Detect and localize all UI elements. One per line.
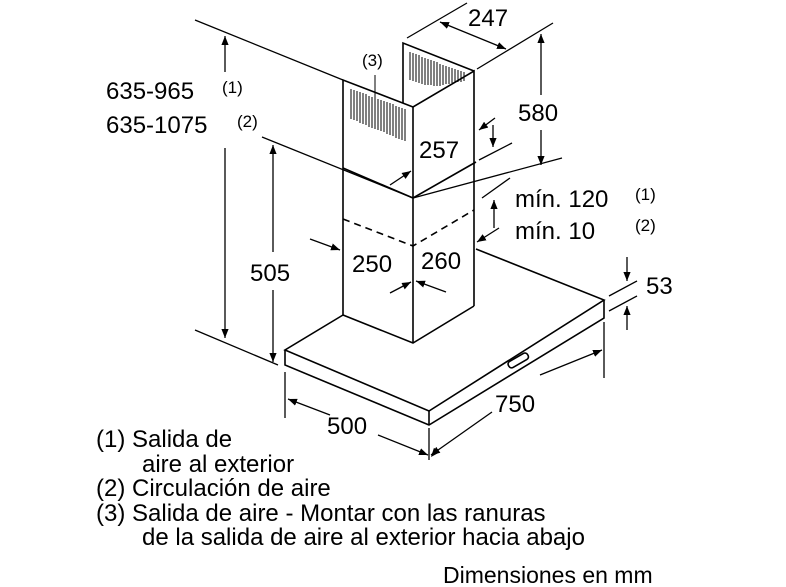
dim-247: 247 (468, 5, 509, 32)
dim-505: 505 (250, 260, 291, 287)
min-120-label: mín. 120 (515, 186, 609, 213)
legend-1-text-2: aire al exterior (142, 450, 295, 478)
dim-53: 53 (646, 273, 673, 300)
units-label: Dimensiones en mm (443, 562, 653, 587)
dim-500: 500 (327, 413, 368, 440)
legend-1-number: (1) (96, 426, 126, 453)
control-panel-icon (507, 352, 530, 369)
legend-3-text-2: de la salida de aire al exterior hacia a… (142, 524, 585, 551)
legend-2-text: Circulación de aire (132, 475, 331, 502)
dimension-lines (194, 2, 638, 460)
legend-2-number: (2) (96, 475, 126, 502)
dim-260: 260 (421, 248, 462, 275)
dim-257: 257 (419, 137, 460, 164)
outlet-marker: (3) (362, 51, 383, 70)
dim-250: 250 (352, 251, 393, 278)
legend: (1) Salida de aire al exterior (2) Circu… (96, 426, 585, 551)
note-1-marker: (1) (635, 185, 656, 204)
note-2-marker: (2) (237, 112, 258, 131)
legend-1-text: Salida de (132, 426, 233, 453)
canopy (283, 248, 606, 426)
note-2-marker: (2) (635, 216, 656, 235)
legend-3-text: Salida de aire - Montar con las ranuras (132, 499, 546, 527)
upper-chimney-back-panel (402, 41, 475, 103)
legend-3-number: (3) (96, 499, 126, 527)
chimney (342, 69, 477, 343)
total-height-1-label: 635-965 (106, 78, 195, 105)
dim-750: 750 (495, 391, 536, 418)
min-10-label: mín. 10 (515, 218, 596, 245)
note-1-marker: (1) (222, 78, 243, 97)
dim-580: 580 (518, 100, 559, 127)
vent-slots-icon (350, 52, 465, 141)
total-height-2-label: 635-1075 (106, 112, 208, 139)
